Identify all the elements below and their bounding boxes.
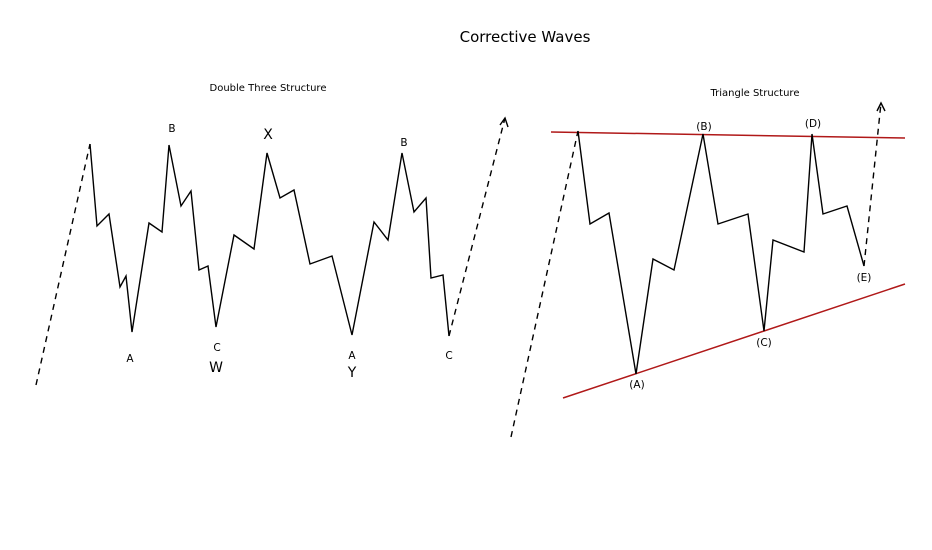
double-three-wave-path: [89, 143, 450, 337]
label-b1: B: [168, 123, 175, 135]
upper-trendline: [550, 131, 906, 139]
label-wave-b: (B): [696, 121, 711, 133]
label-c1: C: [213, 342, 220, 354]
label-a2: A: [348, 350, 356, 362]
label-wave-a: (A): [629, 379, 644, 391]
label-wave-e: (E): [857, 272, 872, 284]
label-b2: B: [400, 137, 407, 149]
triangle-panel: Triangle Structure (A) (B) (C) (D) (E): [510, 88, 906, 438]
label-wave-d: (D): [805, 118, 821, 130]
label-w: W: [209, 360, 223, 376]
triangle-title: Triangle Structure: [710, 88, 800, 99]
triangle-breakout: [863, 102, 882, 267]
double-three-lead-in: [35, 143, 91, 386]
triangle-wave-path: [577, 130, 865, 375]
triangle-lead-in: [510, 130, 579, 438]
label-a1: A: [126, 353, 134, 365]
lower-trendline: [562, 283, 906, 399]
label-c2: C: [445, 350, 452, 362]
main-title: Corrective Waves: [460, 28, 591, 46]
label-x: X: [263, 127, 273, 143]
double-three-arrowhead: [499, 116, 509, 128]
double-three-panel: Double Three Structure A B C W X A Y B C: [35, 83, 509, 386]
label-y: Y: [347, 365, 357, 381]
label-wave-c: (C): [756, 337, 772, 349]
triangle-arrowhead: [876, 101, 886, 112]
double-three-breakout: [448, 117, 506, 337]
double-three-title: Double Three Structure: [210, 83, 327, 94]
